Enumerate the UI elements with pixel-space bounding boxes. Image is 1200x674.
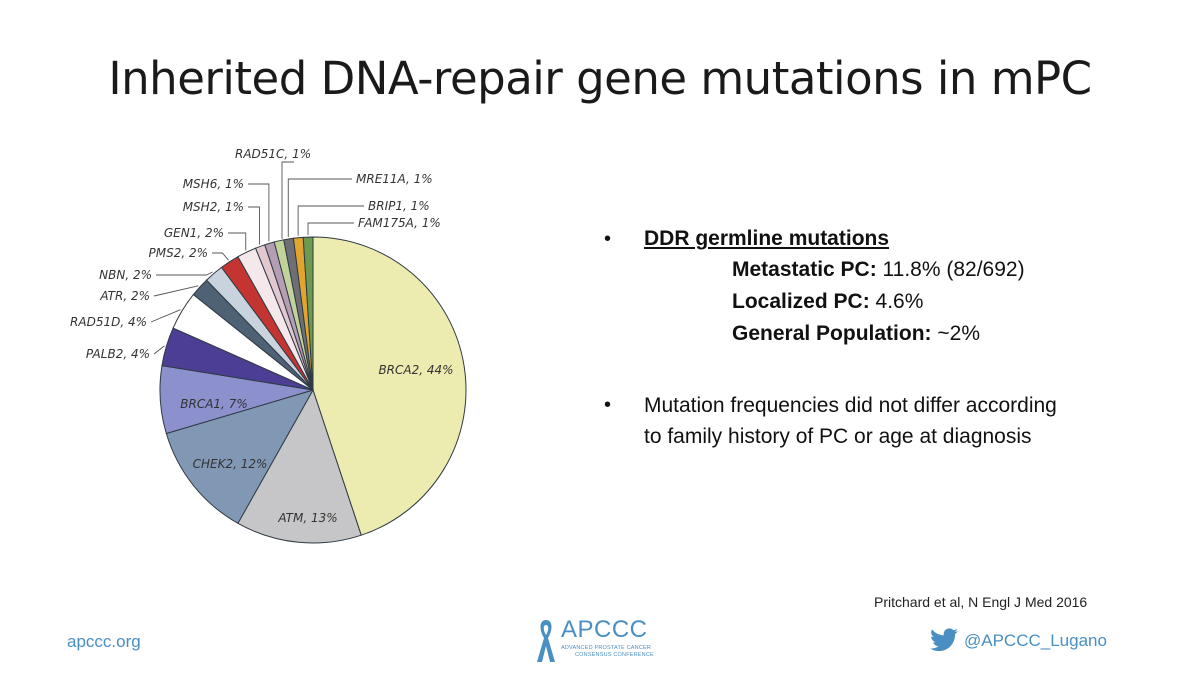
pie-label-brip1: BRIP1, 1% — [368, 199, 430, 213]
pie-leader-palb2 — [153, 345, 165, 355]
bullet-list: • DDR germline mutations Metastatic PC: … — [604, 224, 1164, 452]
bullet-frequencies: • Mutation frequencies did not differ ac… — [604, 390, 1164, 452]
pie-leader-rad51c — [281, 161, 294, 239]
pie-leader-msh6 — [248, 183, 270, 242]
stat-general-population: General Population: ~2% — [644, 318, 1164, 350]
slide-title: Inherited DNA-repair gene mutations in m… — [108, 52, 1092, 105]
stat-value: ~2% — [937, 322, 980, 345]
pie-leader-nbn — [156, 271, 213, 276]
pie-slice-atm — [237, 388, 362, 544]
stat-value: 4.6% — [875, 290, 924, 313]
logo-tagline: CONSENSUS CONFERENCE — [575, 652, 654, 658]
frequencies-text: Mutation frequencies did not differ acco… — [644, 394, 1057, 448]
apccc-logo: APCCC ADVANCED PROSTATE CANCER CONSENSUS… — [535, 616, 685, 666]
pie-slice-chek2 — [165, 389, 315, 524]
bullet-ddr: • DDR germline mutations Metastatic PC: … — [604, 224, 1164, 350]
pie-slice-fam175a — [302, 236, 314, 391]
pie-leader-brip1 — [297, 205, 364, 236]
pie-leader-lines — [150, 161, 364, 355]
pie-label-msh2: MSH2, 1% — [183, 200, 244, 214]
pie-label-rad51c: RAD51C, 1% — [235, 147, 311, 161]
stat-label: General Population: — [732, 322, 932, 345]
twitter-bird-icon — [930, 628, 958, 652]
bullet-dot: • — [604, 228, 612, 250]
stat-localized: Localized PC: 4.6% — [644, 286, 1164, 318]
pie-leader-atr — [153, 285, 199, 297]
pie-label-atm: ATM, 13% — [277, 511, 337, 525]
awareness-ribbon-icon — [537, 620, 555, 662]
pie-label-nbn: NBN, 2% — [99, 268, 152, 282]
stat-metastatic: Metastatic PC: 11.8% (82/692) — [644, 254, 1164, 286]
stat-value: 11.8% (82/692) — [882, 258, 1025, 281]
pie-leader-mre11a — [287, 178, 352, 237]
logo-tagline: ADVANCED PROSTATE CANCER — [561, 645, 652, 651]
ddr-heading: DDR germline mutations — [644, 227, 890, 250]
pie-label-chek2: CHEK2, 12% — [193, 457, 268, 471]
citation: Pritchard et al, N Engl J Med 2016 — [874, 594, 1088, 610]
pie-labels: BRCA2, 44% ATM, 13% CHEK2, 12% BRCA1, 7% PAL… — [70, 147, 454, 525]
pie-leader-rad51d — [150, 309, 181, 323]
twitter-handle: @APCCC_Lugano — [964, 631, 1107, 650]
pie-label-fam175a: FAM175A, 1% — [358, 216, 441, 230]
pie-label-msh6: MSH6, 1% — [183, 177, 244, 191]
pie-leader-fam175a — [307, 222, 354, 236]
pie-label-brca1: BRCA1, 7% — [180, 397, 247, 411]
pie-label-atr: ATR, 2% — [99, 289, 150, 303]
pie-leader-msh2 — [248, 206, 260, 245]
pie-slice-brca2 — [312, 236, 467, 536]
pie-label-gen1: GEN1, 2% — [164, 226, 224, 240]
pie-label-rad51d: RAD51D, 4% — [70, 315, 147, 329]
pie-label-brca2: BRCA2, 44% — [378, 363, 453, 377]
pie-leader-gen1 — [228, 232, 247, 251]
bullet-dot: • — [604, 394, 612, 416]
logo-name: APCCC — [561, 616, 648, 643]
pie-label-pms2: PMS2, 2% — [148, 246, 208, 260]
stat-label: Localized PC: — [732, 290, 870, 313]
pie-leader-pms2 — [212, 252, 229, 261]
pie-slices — [159, 236, 467, 544]
footer-url-link[interactable]: apccc.org — [67, 632, 141, 651]
pie-label-palb2: PALB2, 4% — [86, 347, 150, 361]
stat-label: Metastatic PC: — [732, 258, 877, 281]
pie-label-mre11a: MRE11A, 1% — [356, 172, 433, 186]
pie-chart: BRCA2, 44% ATM, 13% CHEK2, 12% BRCA1, 7% PAL… — [70, 147, 467, 544]
